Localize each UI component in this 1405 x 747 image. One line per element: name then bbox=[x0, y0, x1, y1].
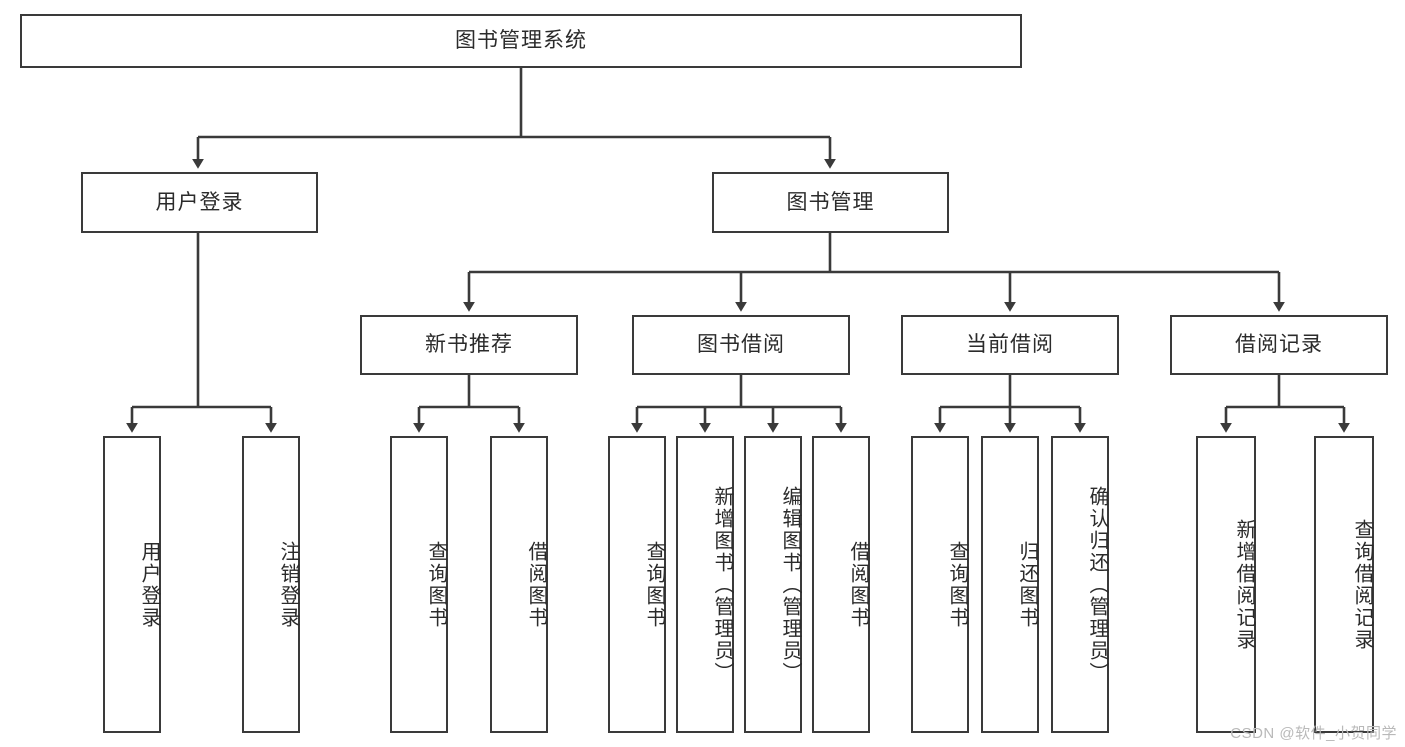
node-book-management-system[interactable]: 图书管理系统 bbox=[20, 14, 1022, 68]
node-label: 查询图书 bbox=[946, 540, 968, 629]
node-leaf-borrow-book-1[interactable]: 借阅图书 bbox=[490, 436, 548, 733]
node-label: 借阅图书 bbox=[847, 540, 869, 629]
node-leaf-query-borrow-record[interactable]: 查询借阅记录 bbox=[1314, 436, 1374, 733]
node-label: 借阅记录 bbox=[1235, 333, 1323, 357]
node-label: 查询借阅记录 bbox=[1351, 518, 1373, 651]
node-label: 图书借阅 bbox=[697, 333, 785, 357]
node-label: 图书管理 bbox=[786, 190, 875, 214]
node-label: 新增图书（管理员） bbox=[711, 485, 733, 684]
node-leaf-borrow-book-2[interactable]: 借阅图书 bbox=[812, 436, 870, 733]
node-label: 图书管理系统 bbox=[455, 29, 587, 53]
node-label: 注销登录 bbox=[277, 540, 299, 629]
node-leaf-user-login[interactable]: 用户登录 bbox=[103, 436, 161, 733]
node-label: 编辑图书（管理员） bbox=[779, 485, 801, 684]
node-borrow-record[interactable]: 借阅记录 bbox=[1170, 315, 1388, 375]
node-leaf-edit-book[interactable]: 编辑图书（管理员） bbox=[744, 436, 802, 733]
node-leaf-add-book[interactable]: 新增图书（管理员） bbox=[676, 436, 734, 733]
node-label: 用户登录 bbox=[155, 190, 244, 214]
node-leaf-confirm-return[interactable]: 确认归还（管理员） bbox=[1051, 436, 1109, 733]
node-book-borrow[interactable]: 图书借阅 bbox=[632, 315, 850, 375]
node-label: 归还图书 bbox=[1016, 540, 1038, 629]
node-label: 查询图书 bbox=[643, 540, 665, 629]
node-leaf-logout-login[interactable]: 注销登录 bbox=[242, 436, 300, 733]
node-label: 当前借阅 bbox=[966, 333, 1054, 357]
node-label: 查询图书 bbox=[425, 540, 447, 629]
node-label: 新增借阅记录 bbox=[1233, 518, 1255, 651]
node-current-borrow[interactable]: 当前借阅 bbox=[901, 315, 1119, 375]
node-label: 新书推荐 bbox=[425, 333, 513, 357]
node-leaf-query-book-2[interactable]: 查询图书 bbox=[608, 436, 666, 733]
node-book-management[interactable]: 图书管理 bbox=[712, 172, 949, 233]
node-label: 确认归还（管理员） bbox=[1086, 485, 1108, 684]
node-new-book-recommend[interactable]: 新书推荐 bbox=[360, 315, 578, 375]
node-leaf-query-book-3[interactable]: 查询图书 bbox=[911, 436, 969, 733]
node-label: 借阅图书 bbox=[525, 540, 547, 629]
node-leaf-add-borrow-record[interactable]: 新增借阅记录 bbox=[1196, 436, 1256, 733]
node-leaf-query-book-1[interactable]: 查询图书 bbox=[390, 436, 448, 733]
csdn-watermark: CSDN @软件_小贺同学 bbox=[1230, 725, 1397, 742]
node-label: 用户登录 bbox=[138, 540, 160, 629]
node-user-login[interactable]: 用户登录 bbox=[81, 172, 318, 233]
node-leaf-return-book[interactable]: 归还图书 bbox=[981, 436, 1039, 733]
